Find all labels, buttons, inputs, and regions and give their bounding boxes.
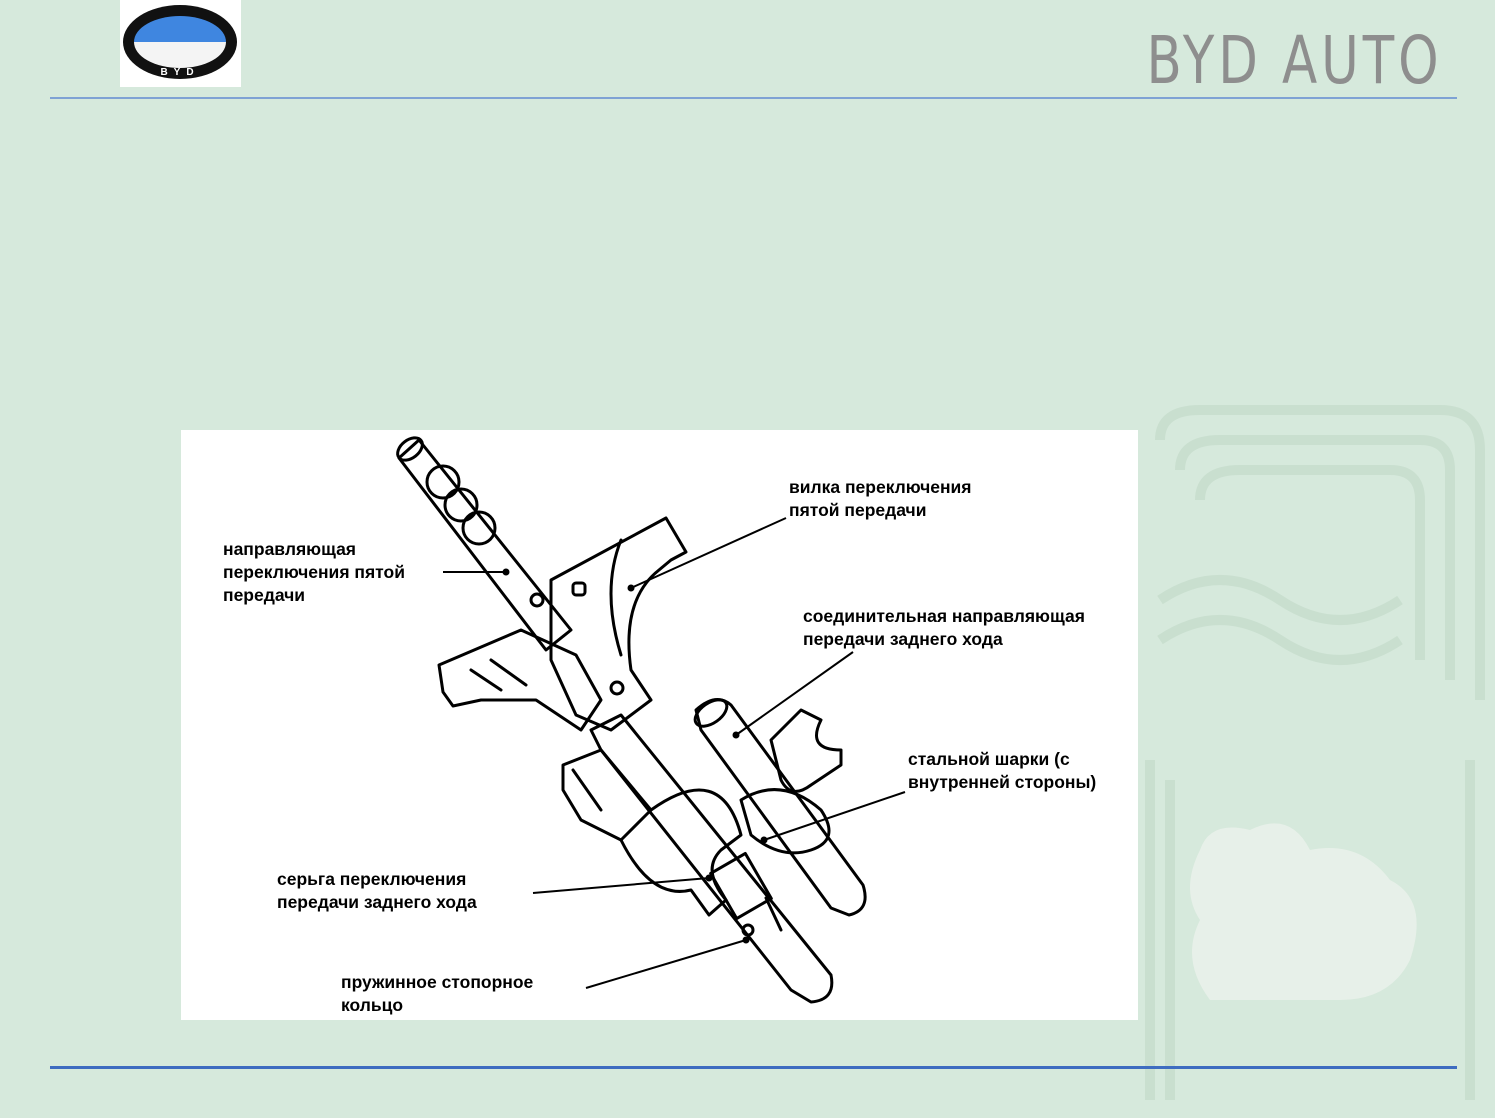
byd-logo: BYD — [120, 0, 241, 87]
leader-dots — [502, 568, 768, 944]
label-steel-balls: стальной шарки (с внутренней стороны) — [908, 749, 1097, 792]
brand-title: BYD AUTO — [1146, 22, 1443, 99]
label-reverse-connecting-guide: соединительная направляющая передачи зад… — [803, 606, 1085, 649]
leader-reverse-shift-shackle — [532, 877, 710, 894]
reverse-connecting-guide-rod — [693, 698, 867, 917]
leader-fifth-gear-fork — [630, 517, 787, 589]
reverse-main-rod — [589, 713, 834, 1004]
fifth-gear-fork — [529, 516, 688, 732]
label-fifth-gear-fork: вилка переключения пятой передачи — [789, 477, 972, 520]
fork-housing — [437, 628, 603, 732]
leader-spring-retaining-ring — [585, 939, 747, 989]
leader-steel-balls — [763, 791, 906, 841]
label-spring-retaining-ring: пружинное стопорное кольцо — [341, 972, 534, 1015]
leader-reverse-connecting-guide — [735, 651, 854, 736]
leader-lines — [443, 517, 906, 989]
header-divider — [50, 97, 1457, 99]
shift-mechanism-drawing — [396, 436, 906, 1004]
background-pattern — [1145, 405, 1485, 1100]
dragon-emblem-icon — [1190, 823, 1417, 1000]
label-fifth-gear-guide: направляющая переключения пятой передачи — [223, 539, 405, 605]
reverse-shift-shackle — [561, 748, 783, 937]
logo-text: BYD — [160, 67, 199, 78]
fifth-gear-guide-rod — [396, 436, 573, 652]
label-reverse-shift-shackle: серьга переключения передачи заднего ход… — [277, 869, 477, 912]
shift-mechanism-figure: направляющая переключения пятой передачи… — [181, 430, 1138, 1020]
footer-divider — [50, 1066, 1457, 1069]
steel-ball-housing — [739, 788, 831, 855]
